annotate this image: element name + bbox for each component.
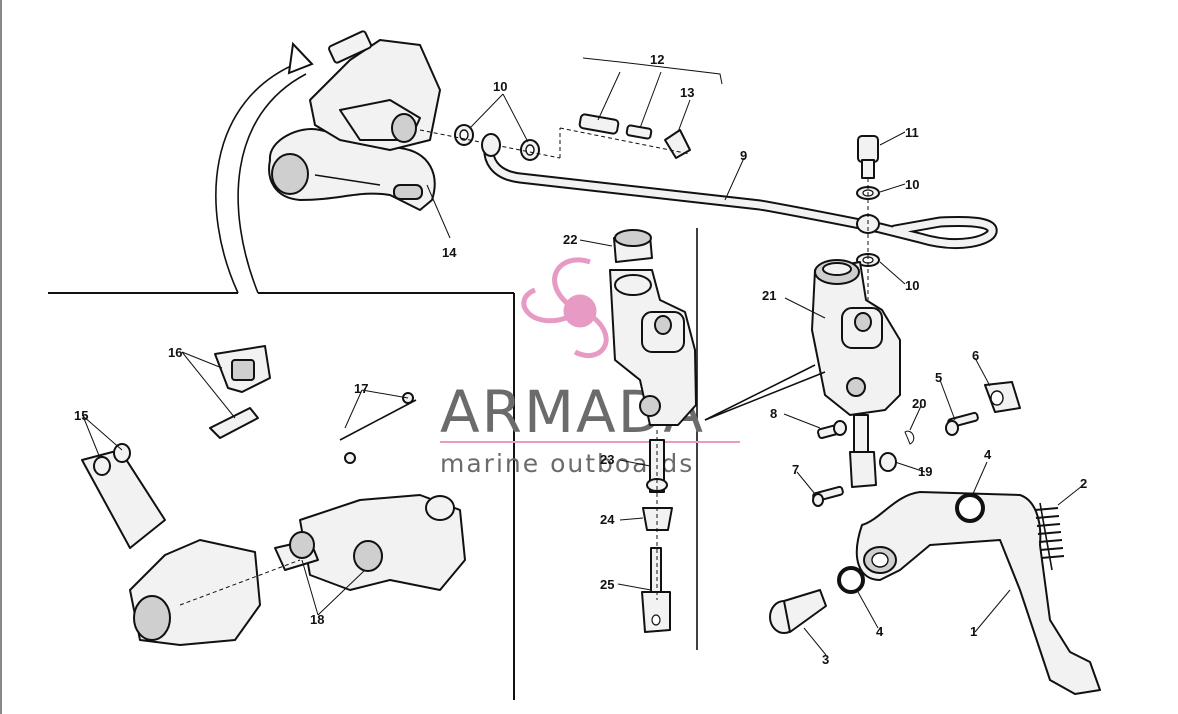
callout-21: 21 — [762, 288, 776, 303]
master-cylinder-exploded — [609, 229, 697, 633]
return-spring — [1034, 502, 1065, 571]
callout-7: 7 — [792, 462, 799, 477]
callout-25: 25 — [600, 577, 614, 592]
callout-23: 23 — [600, 452, 614, 467]
brake-pedal — [837, 491, 1101, 695]
callout-15: 15 — [74, 408, 88, 423]
leader-lines — [82, 71, 1083, 656]
pedal-pivot-bolt — [769, 589, 827, 634]
callout-4: 4 — [876, 624, 884, 639]
callout-8: 8 — [770, 406, 777, 421]
propeller-logo — [521, 257, 609, 359]
callout-16: 16 — [168, 345, 182, 360]
callout-5: 5 — [935, 370, 942, 385]
callout-12: 12 — [650, 52, 664, 67]
master-cylinder-right — [704, 259, 901, 488]
mount-bolt-and-spacer — [945, 381, 1021, 436]
callout-20: 20 — [912, 396, 926, 411]
section-borders — [0, 0, 698, 714]
callout-14: 14 — [442, 245, 457, 260]
banjo-bolt-right — [856, 135, 880, 300]
callout-3: 3 — [822, 652, 829, 667]
callout-labels: 1 2 3 4 4 5 6 7 8 9 10 10 10 11 12 13 14… — [74, 52, 1087, 667]
callout-10: 10 — [905, 278, 919, 293]
callout-13: 13 — [680, 85, 694, 100]
callout-6: 6 — [972, 348, 979, 363]
callout-10: 10 — [493, 79, 507, 94]
callout-9: 9 — [740, 148, 747, 163]
brake-caliper-assembly — [268, 30, 441, 211]
callout-22: 22 — [563, 232, 577, 247]
callout-2: 2 — [1080, 476, 1087, 491]
callout-19: 19 — [918, 464, 932, 479]
callout-10: 10 — [905, 177, 919, 192]
callout-17: 17 — [354, 381, 368, 396]
bleed-valve-parts — [559, 57, 723, 159]
callout-24: 24 — [600, 512, 615, 527]
banjo-washers-left — [419, 124, 561, 161]
caliper-inset — [81, 345, 466, 646]
callout-18: 18 — [310, 612, 324, 627]
callout-4: 4 — [984, 447, 992, 462]
callout-1: 1 — [970, 624, 977, 639]
small-fasteners — [812, 420, 915, 507]
callout-11: 11 — [905, 125, 919, 140]
